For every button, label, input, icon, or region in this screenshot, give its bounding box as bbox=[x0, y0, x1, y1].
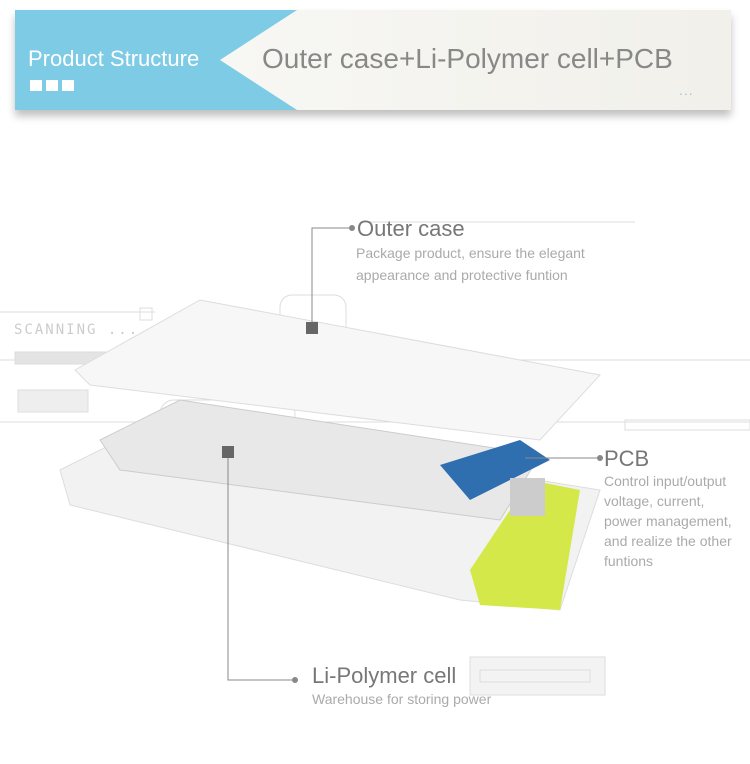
section-label: Product Structure bbox=[28, 46, 200, 71]
outer-case-title: Outer case bbox=[357, 216, 465, 241]
more-icon: ... bbox=[679, 82, 694, 98]
outer-case-description: Package product, ensure the elegant appe… bbox=[356, 245, 585, 283]
square-icon bbox=[46, 80, 58, 91]
page-title: Outer case+Li-Polymer cell+PCB bbox=[262, 43, 673, 74]
pcb-board bbox=[440, 440, 550, 500]
pcb-title: PCB bbox=[604, 446, 650, 471]
outer-case bbox=[74, 299, 601, 441]
pcb-description: Control input/output voltage, current, p… bbox=[604, 473, 732, 569]
square-icon bbox=[30, 80, 42, 91]
square-icon bbox=[62, 80, 74, 91]
lime-corner bbox=[470, 480, 580, 610]
cell-description: Warehouse for storing power bbox=[312, 691, 492, 707]
usb-port bbox=[510, 478, 545, 516]
header-banner: Product Structure Outer case+Li-Polymer … bbox=[15, 10, 731, 110]
cell-title: Li-Polymer cell bbox=[312, 663, 457, 688]
scanning-text: SCANNING ... bbox=[14, 322, 140, 338]
